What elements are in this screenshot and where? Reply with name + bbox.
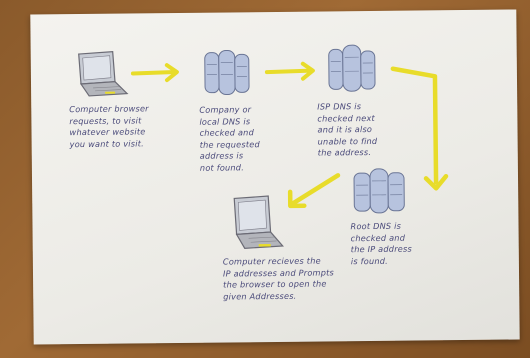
caption-line: checked and xyxy=(199,127,289,139)
caption-line: Company or xyxy=(199,104,289,116)
caption-line: checked and xyxy=(351,232,441,244)
caption-line: given Addresses. xyxy=(223,289,373,302)
server-icon xyxy=(348,165,411,220)
laptop-icon xyxy=(224,194,285,253)
caption-line: unable to find xyxy=(318,135,408,147)
paper-sheet: Computer browser requests, to visit what… xyxy=(30,9,519,344)
caption-line: the IP address xyxy=(351,243,441,255)
caption-line: address is xyxy=(200,150,290,162)
caption-line: and it is also xyxy=(317,124,407,136)
caption-line: the address. xyxy=(318,147,408,159)
server-icon xyxy=(323,41,382,98)
arrow-down-left-icon xyxy=(282,171,342,212)
caption-line: Root DNS is xyxy=(350,220,440,232)
step-2-caption: Company or local DNS is checked and the … xyxy=(199,104,290,174)
caption-line: the requested xyxy=(200,138,290,150)
step-5-caption: Computer recieves the IP addresses and P… xyxy=(223,255,373,303)
step-1-caption: Computer browser requests, to visit what… xyxy=(69,103,189,150)
caption-line: local DNS is xyxy=(199,115,289,127)
arrow-right-icon xyxy=(131,63,183,84)
arrow-right-icon xyxy=(265,62,319,83)
caption-line: checked next xyxy=(317,112,407,124)
laptop-icon xyxy=(71,50,129,99)
step-3-caption: ISP DNS is checked next and it is also u… xyxy=(317,101,408,159)
caption-line: you want to visit. xyxy=(70,137,190,150)
server-icon xyxy=(199,46,256,101)
caption-line: not found. xyxy=(200,161,290,173)
caption-line: ISP DNS is xyxy=(317,101,407,113)
